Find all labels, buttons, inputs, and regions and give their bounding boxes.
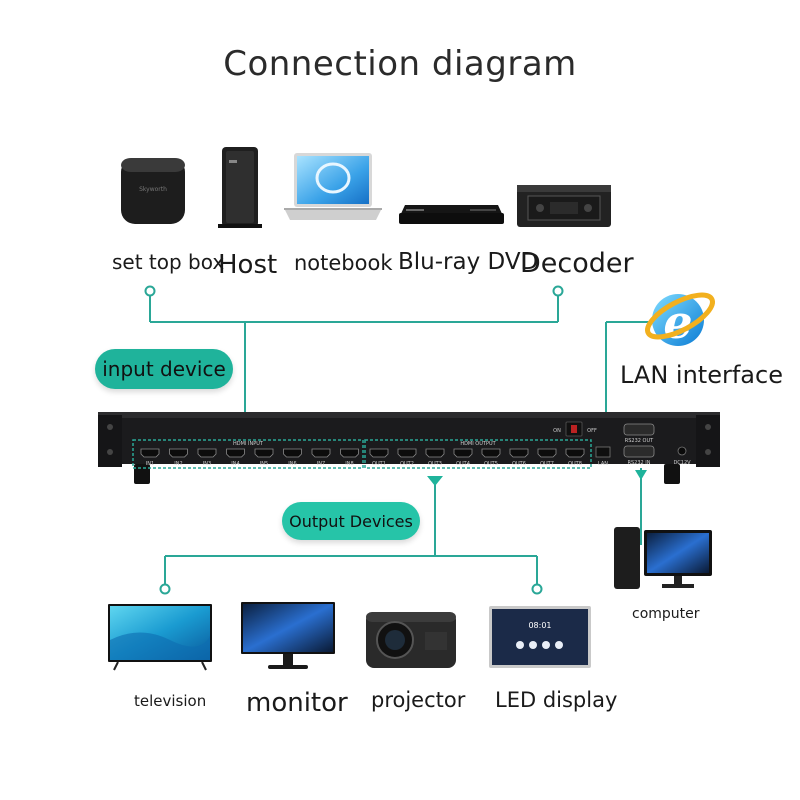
diagram-title: Connection diagram <box>223 44 577 84</box>
hdmi-output-port-label: OUT8 <box>568 461 582 467</box>
rs232-out-label: RS232 OUT <box>625 438 654 444</box>
input-device-label: Blu-ray DVD <box>398 249 539 275</box>
lan-port-label: LAN <box>598 461 608 467</box>
hdmi-input-port[interactable] <box>197 448 217 458</box>
hdmi-input-port-label: IN8 <box>345 461 353 467</box>
hdmi-input-port[interactable] <box>283 448 302 458</box>
hdmi-output-port[interactable] <box>453 448 473 458</box>
input-device-badge: input device <box>95 349 233 389</box>
input-device-label: notebook <box>294 251 393 275</box>
hdmi-output-port-label: OUT1 <box>372 461 386 467</box>
hdmi-input-port-label: IN4 <box>231 461 239 467</box>
dc-power-port <box>677 446 687 456</box>
computer-label: computer <box>632 606 700 622</box>
input-device-label: Host <box>218 250 278 280</box>
television-icon <box>108 604 212 671</box>
monitor-icon <box>241 602 335 669</box>
hdmi-output-port[interactable] <box>565 448 585 458</box>
hdmi-input-port-label: IN2 <box>174 461 182 467</box>
switch-off-label: OFF <box>587 428 597 434</box>
hdmi-output-port-label: OUT6 <box>512 461 526 467</box>
set-top-box-icon: Skyworth <box>121 158 185 224</box>
output-device-label: monitor <box>246 688 348 718</box>
hdmi-input-port-label: IN1 <box>146 461 154 467</box>
hdmi-output-port[interactable] <box>509 448 529 458</box>
desktop-host-icon <box>218 147 262 228</box>
hdmi-output-header: HDMI OUTPUT <box>460 441 496 447</box>
output-device-label: television <box>134 692 207 710</box>
hdmi-input-port[interactable] <box>169 448 188 458</box>
hdmi-output-port[interactable] <box>537 448 557 458</box>
computer-icon <box>614 527 712 589</box>
rs232-out-port <box>623 423 655 436</box>
laptop-icon <box>284 153 382 220</box>
hdmi-input-port-label: IN3 <box>203 461 211 467</box>
lan-interface-label: LAN interface <box>620 361 783 389</box>
hdmi-input-port-label: IN5 <box>260 461 268 467</box>
hdmi-output-port-label: OUT7 <box>540 461 554 467</box>
hdmi-output-port[interactable] <box>425 448 445 458</box>
rs232-in-port <box>623 445 655 458</box>
projector-icon <box>366 612 456 668</box>
hdmi-input-port[interactable] <box>254 448 274 458</box>
hdmi-output-port-label: OUT3 <box>428 461 442 467</box>
svg-text:08:01: 08:01 <box>528 621 551 630</box>
lan-connector-line <box>605 321 650 428</box>
hdmi-output-port[interactable] <box>481 448 501 458</box>
hdmi-input-port[interactable] <box>311 448 331 458</box>
hdmi-input-port[interactable] <box>140 448 160 458</box>
hdmi-input-port-label: IN6 <box>288 461 296 467</box>
svg-text:Skyworth: Skyworth <box>139 186 167 193</box>
switch-on-label: ON <box>553 428 561 434</box>
hdmi-input-port[interactable] <box>226 448 245 458</box>
hdmi-output-port[interactable] <box>397 448 417 458</box>
hdmi-input-header: HDMI INPUT <box>233 441 264 447</box>
decoder-icon <box>517 185 611 227</box>
output-device-label: projector <box>371 688 466 712</box>
led-display-icon: 08:01 <box>489 606 591 668</box>
lan-port <box>595 446 611 458</box>
power-switch <box>565 421 583 437</box>
hdmi-output-port[interactable] <box>369 448 389 458</box>
hdmi-input-port-label: IN7 <box>317 461 325 467</box>
hdmi-input-port[interactable] <box>340 448 359 458</box>
hdmi-output-port-label: OUT2 <box>400 461 414 467</box>
internet-explorer-icon: e <box>645 292 715 349</box>
matrix-switcher-chassis <box>98 412 720 484</box>
output-device-label: LED display <box>495 688 618 712</box>
output-connector-lines <box>164 478 538 584</box>
rs232-in-label: RS232 IN <box>628 460 651 466</box>
output-devices-badge: Output Devices <box>282 502 420 540</box>
hdmi-output-port-label: OUT4 <box>456 461 470 467</box>
bluray-player-icon <box>399 205 504 224</box>
output-arrow-icon <box>427 476 443 486</box>
dc-power-label: DC12V <box>673 460 691 466</box>
input-device-label: set top box <box>112 250 225 274</box>
hdmi-output-port-label: OUT5 <box>484 461 498 467</box>
input-device-label: Decoder <box>520 248 634 279</box>
